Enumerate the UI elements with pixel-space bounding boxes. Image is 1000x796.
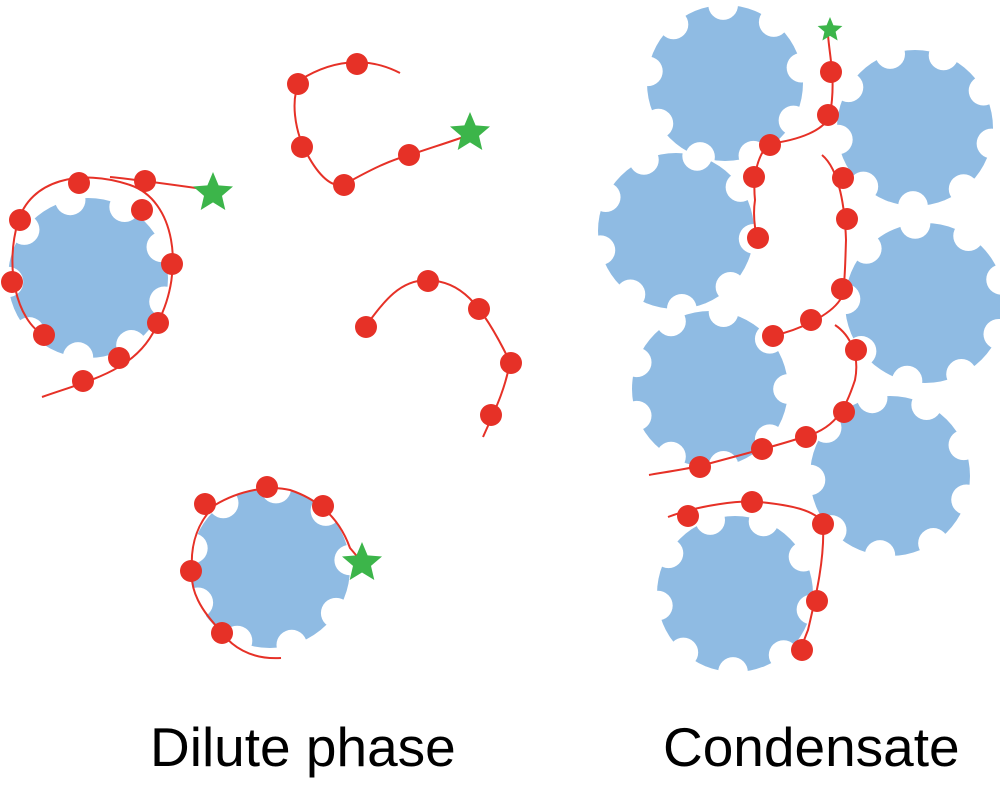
sticker-bead <box>468 298 490 320</box>
sticker-bead <box>355 316 377 338</box>
sticker-bead <box>747 227 769 249</box>
linker-chain <box>11 176 174 398</box>
sticker-bead <box>9 209 31 231</box>
sticker-bead <box>845 339 867 361</box>
sticker-bead <box>817 104 839 126</box>
client-molecule <box>647 5 803 161</box>
sticker-bead <box>795 426 817 448</box>
client-molecules <box>8 5 1000 672</box>
sticker-bead <box>161 253 183 275</box>
sticker-bead <box>287 73 309 95</box>
sticker-bead <box>759 134 781 156</box>
client-molecule <box>8 198 168 358</box>
sticker-bead <box>134 170 156 192</box>
sticker-bead <box>68 172 90 194</box>
sticker-bead <box>480 404 502 426</box>
sticker-bead <box>333 174 355 196</box>
sticker-bead <box>180 560 202 582</box>
sticker-beads <box>1 53 867 661</box>
sticker-bead <box>131 199 153 221</box>
sticker-bead <box>677 505 699 527</box>
condensate-label: Condensate <box>663 716 960 778</box>
sticker-bead <box>806 590 828 612</box>
sticker-bead <box>762 325 784 347</box>
sticker-bead <box>820 61 842 83</box>
sticker-bead <box>147 312 169 334</box>
sticker-bead <box>256 476 278 498</box>
client-molecule <box>632 311 788 467</box>
star-tag <box>193 172 233 210</box>
sticker-bead <box>800 309 822 331</box>
sticker-bead <box>836 208 858 230</box>
sticker-bead <box>500 352 522 374</box>
client-molecule <box>845 223 1000 383</box>
sticker-bead <box>398 144 420 166</box>
star-tag <box>342 542 382 580</box>
star-tags <box>193 17 843 580</box>
sticker-bead <box>791 639 813 661</box>
sticker-bead <box>194 493 216 515</box>
sticker-bead <box>312 495 334 517</box>
sticker-bead <box>833 401 855 423</box>
sticker-bead <box>33 324 55 346</box>
sticker-bead <box>831 278 853 300</box>
linker-chain <box>364 278 512 438</box>
client-molecule <box>810 396 970 556</box>
sticker-bead <box>211 622 233 644</box>
sticker-bead <box>108 347 130 369</box>
client-molecule <box>190 488 350 648</box>
sticker-bead <box>812 513 834 535</box>
sticker-bead <box>741 491 763 513</box>
star-tag <box>817 17 843 41</box>
sticker-bead <box>689 456 711 478</box>
star-tag <box>450 112 490 150</box>
sticker-bead <box>1 271 23 293</box>
client-molecule <box>837 50 993 206</box>
sticker-bead <box>346 53 368 75</box>
sticker-bead <box>743 166 765 188</box>
sticker-bead <box>291 136 313 158</box>
sticker-bead <box>72 370 94 392</box>
sticker-bead <box>417 270 439 292</box>
client-molecule <box>657 516 813 672</box>
sticker-bead <box>751 438 773 460</box>
sticker-bead <box>832 167 854 189</box>
client-molecule <box>598 153 754 309</box>
linker-chain <box>293 61 473 187</box>
dilute-phase-label: Dilute phase <box>150 716 456 778</box>
